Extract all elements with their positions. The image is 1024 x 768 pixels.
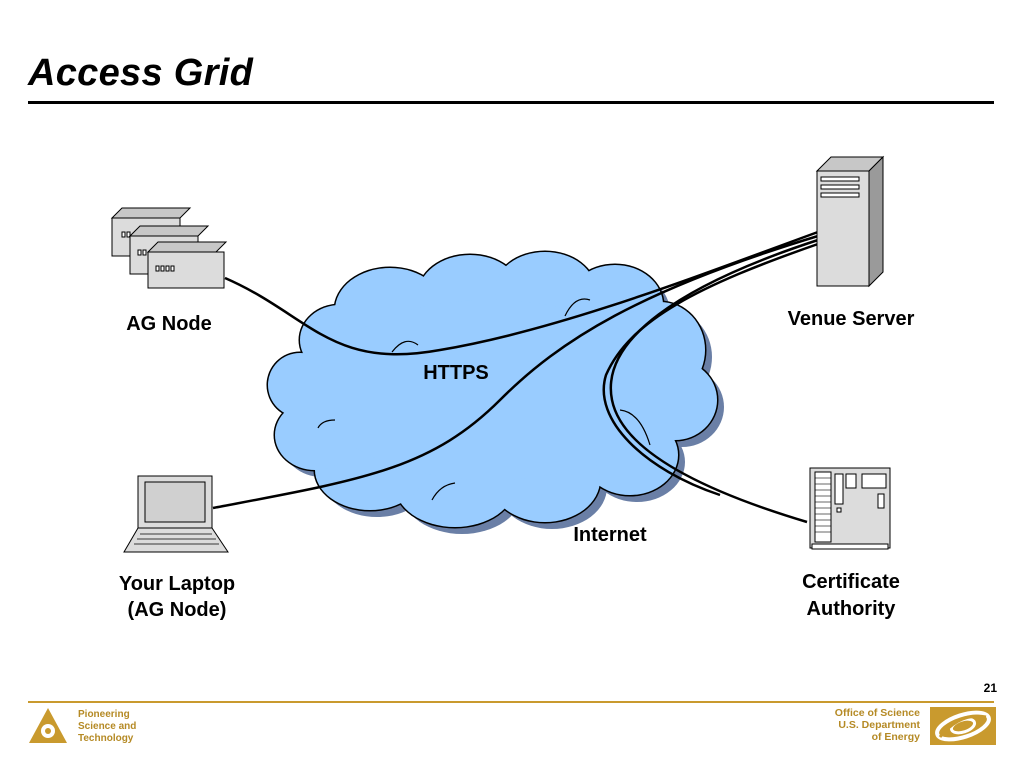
connector-venue-server-to-certificate-authority: [609, 238, 819, 524]
footer-divider: [28, 701, 994, 703]
page-number: 21: [983, 681, 997, 695]
tower-server-icon: [815, 155, 885, 288]
laptop-icon: [123, 475, 229, 553]
ag-node-label: AG Node: [126, 313, 212, 335]
doe-office-of-science-logo-icon: [930, 707, 996, 745]
laptop-label-line: Your Laptop: [119, 573, 235, 595]
connector-laptop-to-venue-server: [212, 234, 819, 510]
title-divider: [28, 101, 994, 104]
ca-label-line: Certificate: [802, 571, 900, 593]
https-label: HTTPS: [423, 362, 489, 384]
footer-tagline: Pioneering Science and Technology: [78, 709, 137, 744]
certificate-authority-icon: [809, 467, 891, 550]
connector-venue-server-to-certificate-authority-2: [602, 242, 819, 497]
argonne-logo-icon: [29, 708, 67, 743]
footer-agency: Office of Science U.S. Department of Ene…: [834, 707, 920, 743]
internet-label: Internet: [573, 524, 647, 546]
slide-title: Access Grid: [28, 52, 254, 94]
stacked-node-boxes-icon: [110, 207, 228, 289]
venue-server-label: Venue Server: [788, 308, 915, 330]
laptop-label: Your Laptop (AG Node): [119, 573, 235, 621]
ca-label-line: Authority: [807, 598, 897, 620]
internet-cloud: [266, 250, 724, 534]
laptop-label-line: (AG Node): [128, 599, 227, 621]
